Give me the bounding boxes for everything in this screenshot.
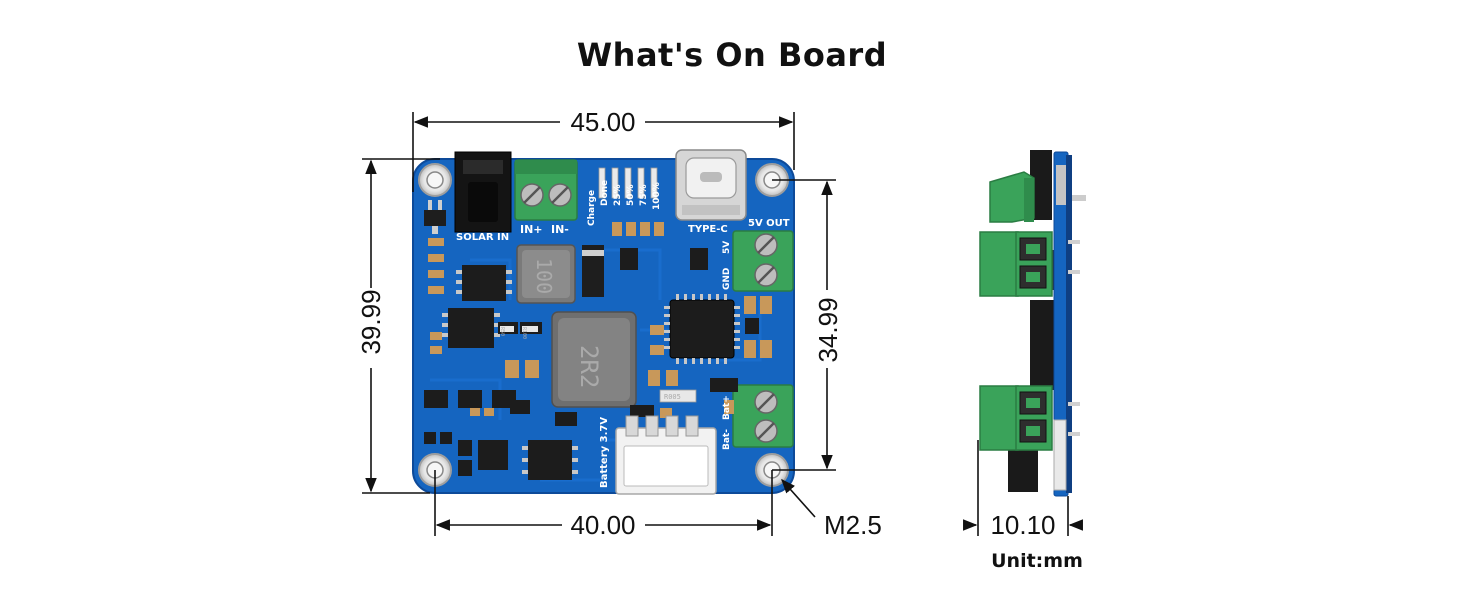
label-100: 100% bbox=[652, 182, 662, 210]
usb-type-c-port bbox=[675, 149, 747, 221]
side-input-terminal bbox=[989, 171, 1035, 223]
dim-thickness: 10.10 bbox=[990, 510, 1055, 540]
input-terminal-block bbox=[514, 159, 578, 221]
unit-label: Unit:mm bbox=[991, 550, 1083, 572]
dim-hole-spacing-x: 40.00 bbox=[570, 510, 635, 540]
ic-u1 bbox=[456, 265, 512, 301]
resistor-r005-marking: R005 bbox=[664, 393, 681, 401]
battery-terminal-block bbox=[732, 384, 794, 448]
ic-u4 bbox=[522, 440, 578, 480]
label-5v: 5V bbox=[722, 241, 732, 254]
dim-board-width: 45.00 bbox=[570, 107, 635, 137]
label-bat-plus: Bat+ bbox=[722, 395, 732, 420]
label-done: Done bbox=[600, 180, 610, 206]
dim-hole-spacing-y: 34.99 bbox=[813, 297, 843, 362]
passive-components bbox=[424, 222, 772, 476]
transistor-q1 bbox=[424, 200, 446, 234]
label-charge: Charge bbox=[587, 190, 597, 226]
dimension-lines-front bbox=[362, 112, 836, 536]
label-solar-in: SOLAR IN bbox=[456, 232, 509, 243]
label-gnd: GND bbox=[722, 268, 732, 290]
pcb-side-view bbox=[979, 150, 1086, 497]
dim-board-height: 39.99 bbox=[356, 289, 386, 354]
inductor-100 bbox=[516, 244, 576, 304]
dimension-lines-side bbox=[963, 440, 1083, 536]
main-controller-chip bbox=[664, 294, 740, 364]
label-bat-minus: Bat- bbox=[722, 429, 732, 450]
inductor-100-marking: 100 bbox=[532, 258, 556, 294]
inductor-2r2 bbox=[551, 311, 637, 408]
dim-hole-size: M2.5 bbox=[824, 510, 882, 540]
side-output-terminal bbox=[979, 231, 1080, 297]
pcb-front-view: SOLAR IN IN+ IN- Charge Done 25% 50% 75%… bbox=[412, 149, 795, 495]
solar-dc-jack bbox=[454, 151, 512, 233]
charge-status-leds bbox=[598, 167, 658, 199]
side-dc-jack bbox=[1030, 150, 1052, 220]
resistor-r100-marking: R100 bbox=[521, 327, 527, 339]
inductor-2r2-marking: 2R2 bbox=[575, 345, 603, 388]
mounting-hole-tl bbox=[418, 163, 452, 197]
ic-u3 bbox=[478, 440, 508, 470]
output-terminal-block bbox=[732, 230, 794, 292]
label-battery: Battery 3.7V bbox=[599, 417, 610, 488]
label-50: 50% bbox=[626, 184, 636, 206]
diode bbox=[582, 245, 604, 297]
label-75: 75% bbox=[639, 184, 649, 206]
side-battery-terminal bbox=[979, 385, 1080, 451]
label-type-c: TYPE-C bbox=[688, 224, 728, 235]
label-in-minus: IN- bbox=[551, 223, 569, 236]
label-25: 25% bbox=[613, 184, 623, 206]
page-title: What's On Board bbox=[576, 36, 888, 74]
label-in-plus: IN+ bbox=[520, 223, 543, 236]
battery-jst-connector bbox=[615, 415, 717, 495]
side-inductor bbox=[1030, 300, 1056, 390]
label-5v-out: 5V OUT bbox=[748, 218, 790, 229]
transistor-group bbox=[424, 390, 530, 414]
resistor-r50-marking: R50 bbox=[499, 327, 505, 336]
ic-u2 bbox=[442, 308, 500, 348]
hole-leader-arrow bbox=[781, 478, 816, 518]
